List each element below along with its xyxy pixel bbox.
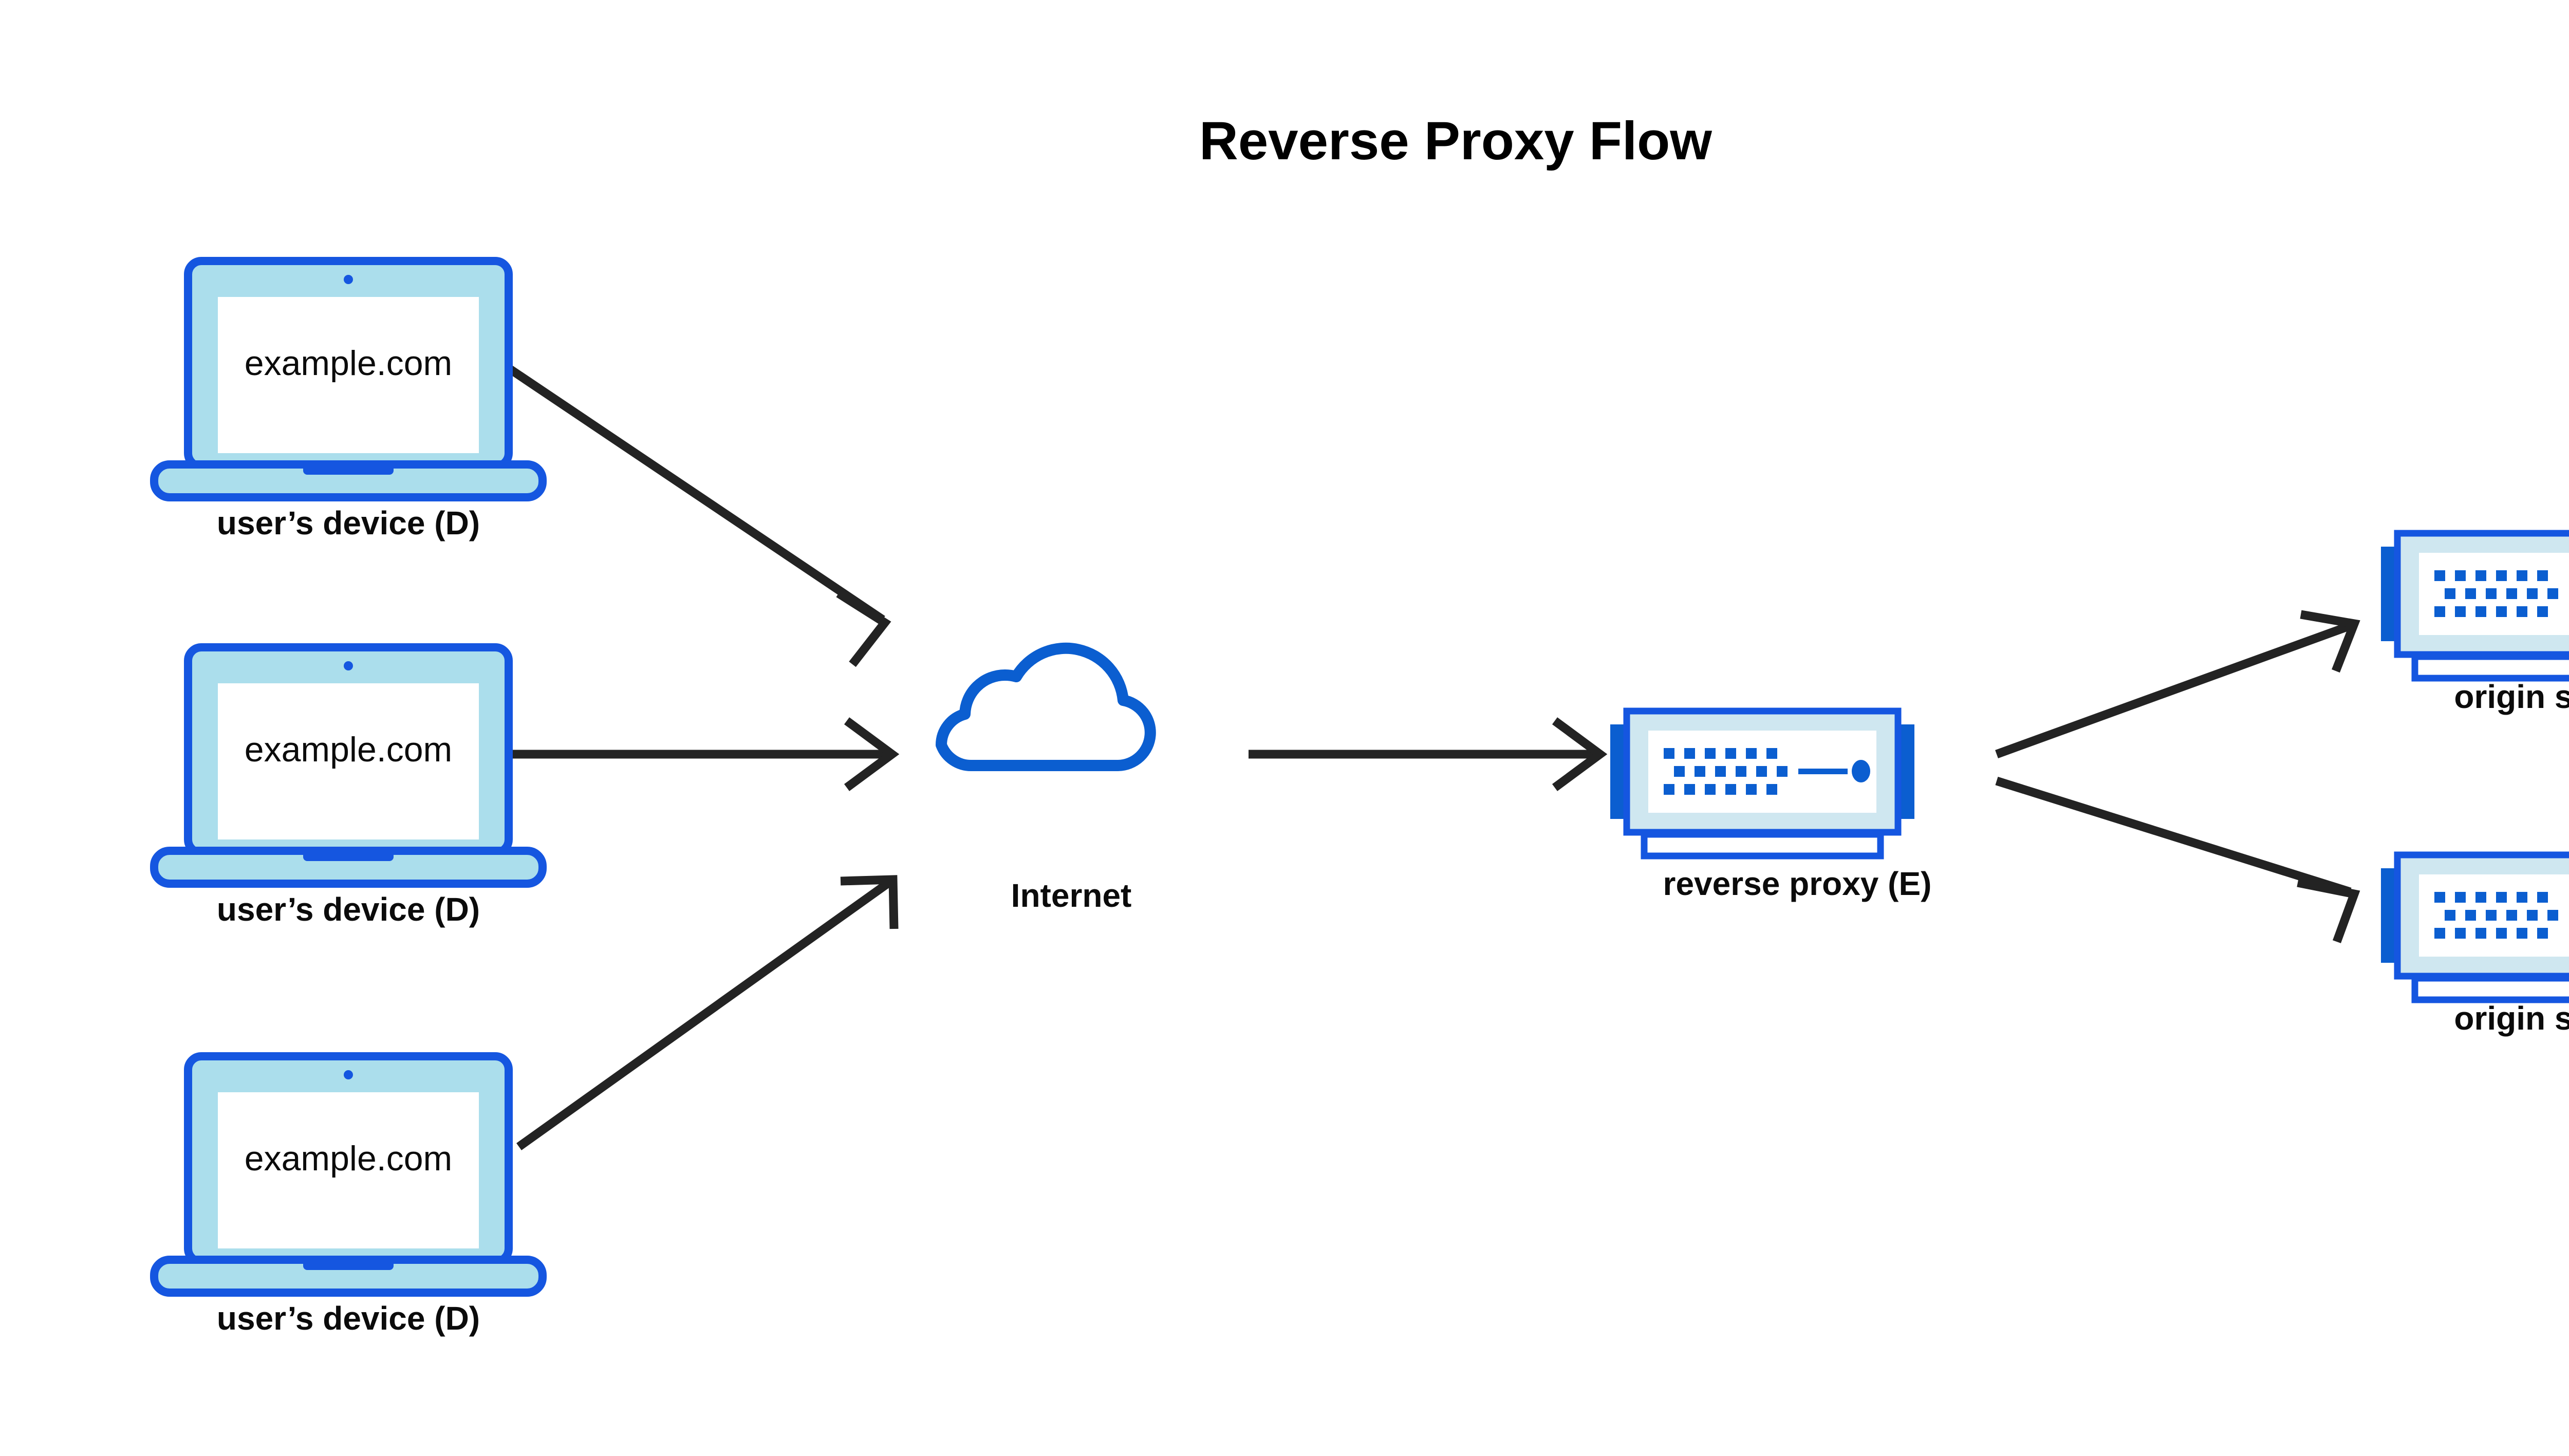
node-user-device-1[interactable]: example.com user’s device (D)	[154, 261, 543, 542]
node-label-origin-server-1: origin server (F)	[2454, 678, 2569, 715]
server-icon	[1610, 711, 1914, 856]
server-icon	[2381, 533, 2569, 678]
node-user-device-2[interactable]: example.com user’s device (D)	[154, 647, 543, 928]
edge-internet-to-proxy	[1249, 717, 1608, 791]
node-origin-server-1[interactable]: origin server (F)	[2381, 533, 2569, 715]
device-screen-text: example.com	[245, 1139, 452, 1178]
edge-device1-to-internet	[507, 365, 891, 667]
node-label-origin-server-2: origin server (F)	[2454, 1000, 2569, 1037]
device-screen-text: example.com	[245, 730, 452, 769]
device-screen-text: example.com	[245, 344, 452, 383]
edge-device3-to-internet	[516, 875, 899, 1150]
edge-proxy-to-origin2	[1995, 776, 2360, 943]
server-icon	[2381, 855, 2569, 1000]
edge-device2-to-internet	[510, 717, 900, 791]
node-user-device-3[interactable]: example.com user’s device (D)	[154, 1056, 543, 1337]
page-title: Reverse Proxy Flow	[1199, 111, 1712, 171]
node-internet[interactable]: Internet	[941, 648, 1150, 914]
node-label-user-device-3: user’s device (D)	[217, 1300, 480, 1337]
edge-layer	[507, 365, 2360, 1150]
node-label-reverse-proxy: reverse proxy (E)	[1663, 865, 1932, 902]
node-label-user-device-1: user’s device (D)	[217, 505, 480, 542]
node-label-internet: Internet	[1011, 877, 1132, 914]
node-origin-server-2[interactable]: origin server (F)	[2381, 855, 2569, 1037]
node-reverse-proxy[interactable]: reverse proxy (E)	[1610, 711, 1931, 902]
edge-proxy-to-origin1	[1995, 610, 2360, 758]
node-label-user-device-2: user’s device (D)	[217, 891, 480, 928]
